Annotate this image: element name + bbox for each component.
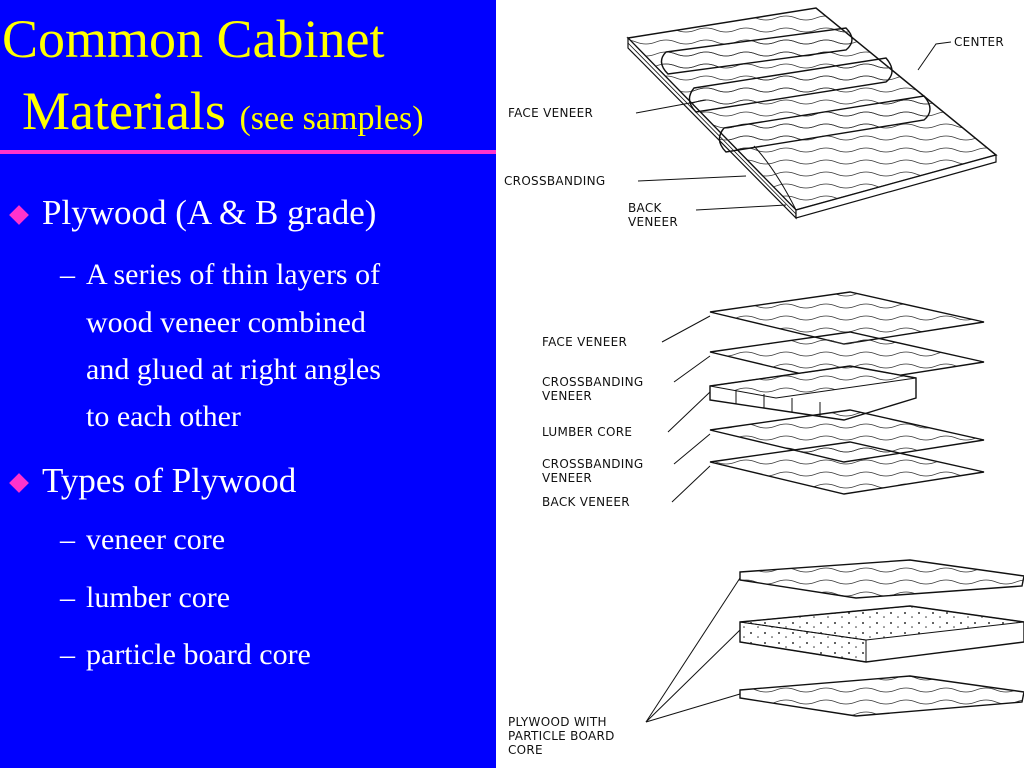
slide-title-main: Materials [22,81,226,141]
label-particle-line-3: CORE [508,743,543,757]
label-back-veneer-2: VENEER [628,215,678,229]
sub-bullet-dash: – [60,638,75,671]
diamond-bullet-icon [9,205,29,225]
sub-bullet-lumber-core: lumber core [86,581,231,614]
sub-bullet-particle-core: particle board core [86,638,311,671]
diamond-bullet-icon [9,473,29,493]
title-divider [0,150,496,154]
illustration-panel: CENTER FACE VENEER CROSSBANDING BACK VEN… [496,0,1024,768]
plywood-diagrams: CENTER FACE VENEER CROSSBANDING BACK VEN… [504,7,1024,757]
label-center: CENTER [954,35,1004,49]
label-crossbanding-veneer-1b: VENEER [542,389,592,403]
label-crossbanding: CROSSBANDING [504,174,605,188]
lumber-core-figure: FACE VENEER CROSSBANDING VENEER LUMBER C… [542,291,985,509]
text-panel: Common Cabinet Materials (see samples) P… [0,0,496,768]
label-lumber-core: LUMBER CORE [542,425,632,439]
label-face-veneer-2: FACE VENEER [542,335,627,349]
bullet-plywood: Plywood (A & B grade) [42,193,377,232]
label-back-veneer-1: BACK [628,201,663,215]
sub-bullet-text-line: A series of thin layers of [86,258,381,291]
particle-core-figure: PLYWOOD WITH PARTICLE BOARD CORE [508,559,1024,757]
label-face-veneer: FACE VENEER [508,106,593,120]
label-crossbanding-veneer-1a: CROSSBANDING [542,375,643,389]
sub-bullet-veneer-core: veneer core [86,523,226,556]
slide-title-note: (see samples) [239,100,424,137]
slide-title-line-2: Materials (see samples) [22,84,424,138]
sub-bullet-dash: – [60,581,75,614]
label-particle-line-2: PARTICLE BOARD [508,729,615,743]
label-crossbanding-veneer-2b: VENEER [542,471,592,485]
veneer-core-figure: CENTER FACE VENEER CROSSBANDING BACK VEN… [504,7,1004,229]
sub-bullet-text-line: wood veneer combined [86,306,366,339]
label-back-veneer: BACK VENEER [542,495,630,509]
slide-title-line-1: Common Cabinet [2,9,385,69]
bullet-types-of-plywood: Types of Plywood [42,461,297,500]
label-particle-line-1: PLYWOOD WITH [508,715,607,729]
label-crossbanding-veneer-2a: CROSSBANDING [542,457,643,471]
sub-bullet-dash: – [60,523,75,556]
sub-bullet-text-line: to each other [86,400,241,433]
sub-bullet-dash: – [60,258,75,291]
sub-bullet-text-line: and glued at right angles [86,353,381,386]
